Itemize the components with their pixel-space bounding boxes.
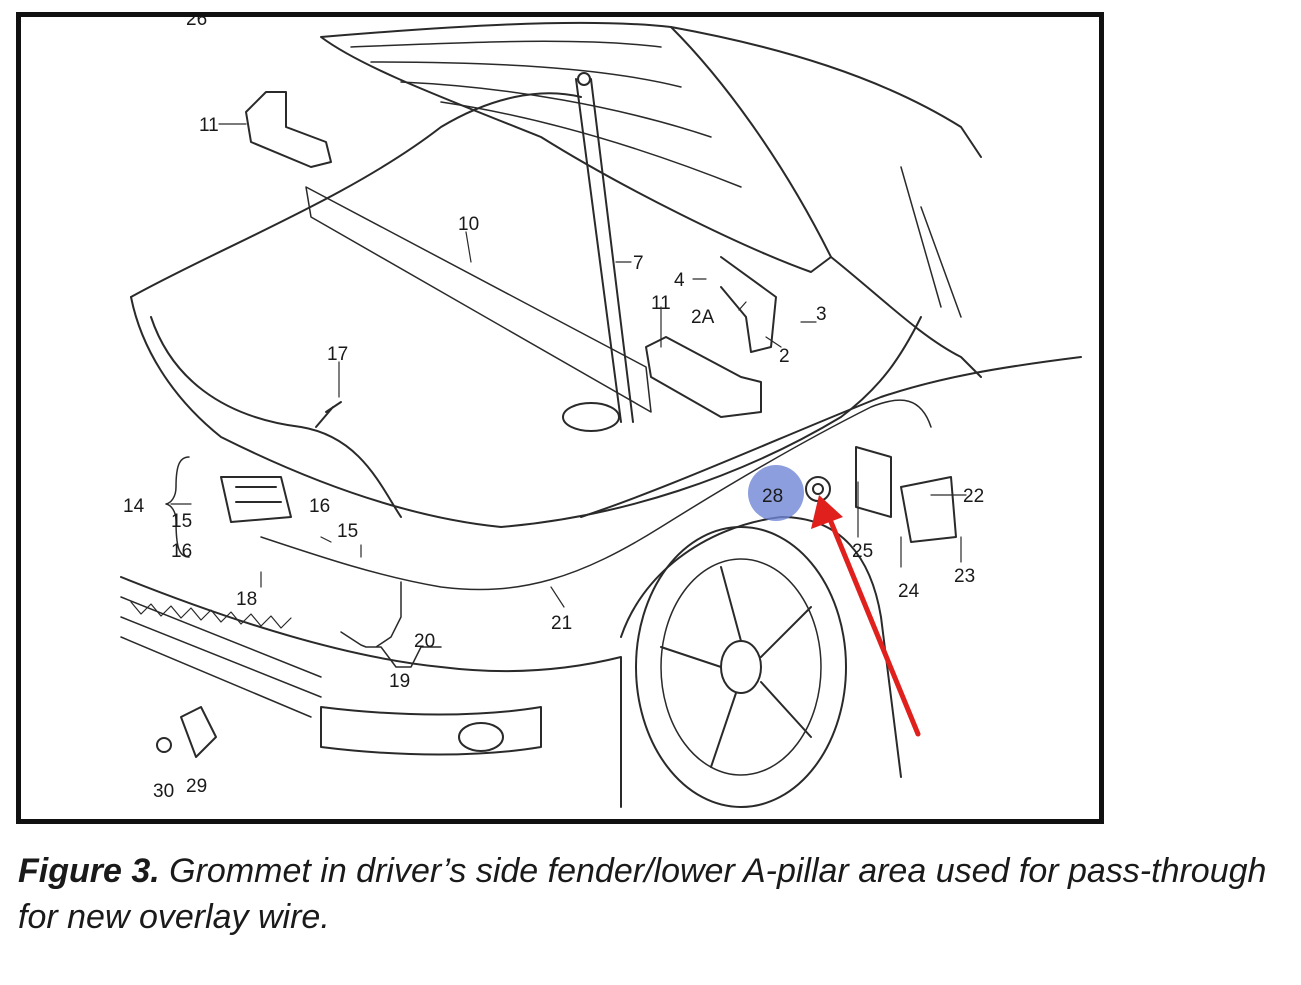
brace-19 <box>340 581 442 668</box>
bay-left-line <box>130 92 582 298</box>
wheel-outer <box>635 526 847 808</box>
wheel-spokes <box>660 566 812 768</box>
label-15-left: 15 <box>171 511 192 532</box>
wheel-rim <box>660 558 822 776</box>
lever-22 <box>900 476 957 543</box>
a-pillar-line <box>830 256 982 378</box>
label-21: 21 <box>551 613 572 634</box>
figure-caption: Figure 3. Grommet in driver’s side fende… <box>18 848 1288 940</box>
lock-carrier <box>150 316 402 518</box>
label-19: 19 <box>389 671 410 692</box>
label-15-right: 15 <box>337 521 358 542</box>
exploded-view-drawing: 26 11 10 7 4 2A 3 11 2 17 14 15 16 16 15… <box>120 17 1082 808</box>
label-14: 14 <box>123 496 145 517</box>
hood-seal <box>305 186 652 413</box>
roof-line <box>670 26 982 158</box>
label-25: 25 <box>852 541 873 562</box>
label-22: 22 <box>963 486 984 507</box>
release-cable <box>260 399 932 591</box>
latch-bracket <box>720 256 777 353</box>
bumper-top-line <box>120 576 622 808</box>
label-7: 7 <box>633 253 644 274</box>
label-2: 2 <box>779 346 790 367</box>
hinge-upper <box>245 91 332 168</box>
grommet-28 <box>805 476 831 502</box>
label-29: 29 <box>186 776 207 797</box>
pointer-arrow <box>811 495 921 737</box>
part-29 <box>180 706 217 758</box>
fender-top-line <box>580 356 1082 518</box>
label-16-left: 16 <box>171 541 192 562</box>
grille-teeth <box>130 601 292 629</box>
grille-lines <box>120 596 322 718</box>
label-17: 17 <box>327 344 348 365</box>
label-28: 28 <box>762 486 783 507</box>
label-26: 26 <box>186 17 207 30</box>
label-16-right: 16 <box>309 496 330 517</box>
label-23: 23 <box>954 566 975 587</box>
wheel-hub <box>720 640 762 694</box>
label-20: 20 <box>414 631 435 652</box>
label-30: 30 <box>153 781 174 802</box>
hood-strut <box>575 78 634 423</box>
label-11-lower: 11 <box>651 293 671 314</box>
brace-14 <box>165 456 190 558</box>
leader-lines <box>170 123 967 608</box>
bracket-25 <box>855 446 892 518</box>
strut-base-mount <box>562 402 620 432</box>
label-3: 3 <box>816 304 827 325</box>
caption-text: Grommet in driver’s side fender/lower A-… <box>18 852 1267 936</box>
nut-30 <box>156 737 172 753</box>
fog-lamp <box>458 722 504 752</box>
label-4: 4 <box>674 270 685 291</box>
window-line <box>900 166 962 318</box>
grommet-28-center <box>812 483 824 495</box>
bolt-17 <box>315 401 342 428</box>
parts-diagram: 26 11 10 7 4 2A 3 11 2 17 14 15 16 16 15… <box>16 12 1104 824</box>
fog-lamp-housing <box>320 706 542 756</box>
label-18: 18 <box>236 589 257 610</box>
hood-ribs <box>350 40 742 188</box>
label-2a: 2A <box>691 307 715 328</box>
label-24: 24 <box>898 581 920 602</box>
hinge-lower <box>645 336 762 418</box>
label-11-upper: 11 <box>199 115 219 136</box>
latch-assembly <box>220 476 292 523</box>
label-10: 10 <box>458 214 479 235</box>
highlight-circle <box>748 465 804 521</box>
strut-top-mount <box>577 72 591 86</box>
figure-label: Figure 3. <box>18 852 160 890</box>
